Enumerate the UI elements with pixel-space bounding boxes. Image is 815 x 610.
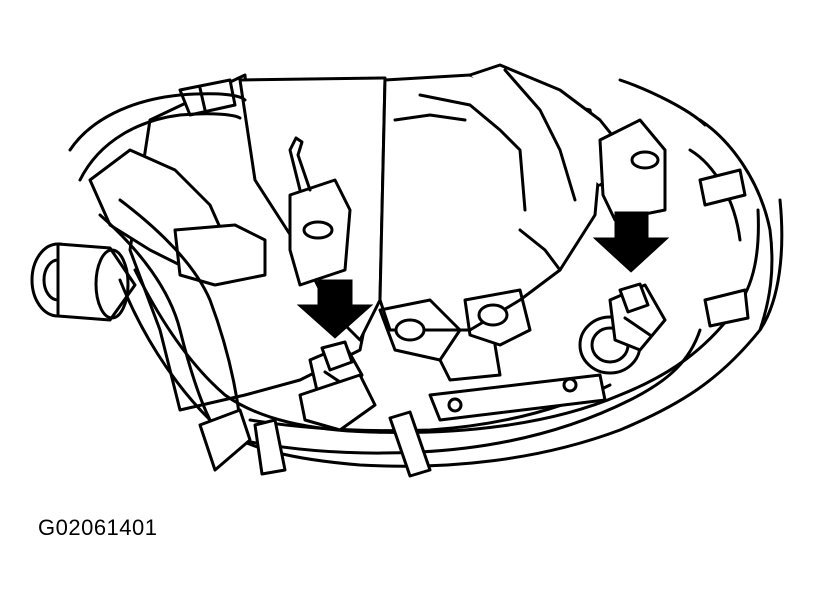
wiring-harness <box>98 78 784 468</box>
right-sensor-bracket <box>598 118 667 222</box>
harness-clamps <box>198 168 750 478</box>
figure-id-label: G02061401 <box>38 515 158 540</box>
mounting-holes <box>378 288 532 382</box>
upper-left-bracket <box>88 78 267 287</box>
left-knock-sensor <box>298 340 377 432</box>
right-knock-sensor <box>578 282 667 375</box>
upper-left-hose <box>68 92 247 182</box>
left-sensor-bracket <box>288 136 352 287</box>
left-fitting <box>30 242 137 322</box>
engine-block <box>128 63 627 412</box>
left-sensor-arrow <box>296 279 374 339</box>
right-sensor-arrow <box>592 211 670 273</box>
